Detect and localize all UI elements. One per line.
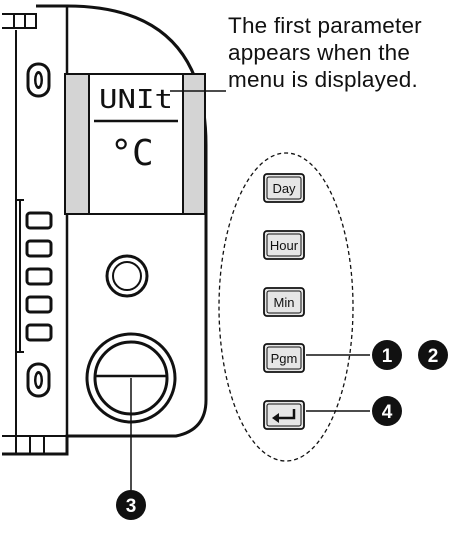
day-button-label: Day	[272, 181, 296, 196]
caption-line-2: appears when the	[228, 40, 411, 65]
callout-4-number: 4	[382, 402, 393, 423]
hour-button[interactable]: Hour	[263, 230, 305, 260]
top-terminal-strip	[2, 13, 37, 29]
lcd-display: UNIt °C	[64, 73, 206, 215]
pgm-button[interactable]: Pgm	[263, 343, 305, 373]
min-button-label: Min	[274, 295, 295, 310]
caption-line-1: The first parameter	[228, 13, 422, 38]
callout-4: 4	[372, 396, 402, 426]
small-round-button[interactable]	[105, 254, 149, 298]
min-button[interactable]: Min	[263, 287, 305, 317]
callout-1: 1	[372, 340, 402, 370]
callout-1-number: 1	[382, 346, 393, 367]
bottom-terminal-strip	[15, 436, 45, 454]
caption: The first parameter appears when the men…	[228, 12, 464, 93]
hour-button-label: Hour	[270, 238, 299, 253]
mounting-tab-bottom	[26, 362, 51, 398]
pgm-button-label: Pgm	[271, 351, 298, 366]
button-group-outline	[218, 152, 354, 462]
lcd-line-1: UNIt	[99, 85, 173, 115]
day-button[interactable]: Day	[263, 173, 305, 203]
connector-slots	[25, 211, 53, 342]
enter-arrow-icon	[272, 409, 296, 423]
callout-3-number: 3	[126, 496, 137, 517]
callout-3: 3	[116, 490, 146, 520]
callout-2-number: 2	[428, 346, 439, 367]
lcd-line-2: °C	[110, 133, 153, 174]
enter-button[interactable]	[263, 400, 305, 430]
caption-line-3: menu is displayed.	[228, 67, 418, 92]
side-rails	[16, 199, 24, 353]
mounting-tab-top	[26, 62, 51, 98]
callout-2: 2	[418, 340, 448, 370]
